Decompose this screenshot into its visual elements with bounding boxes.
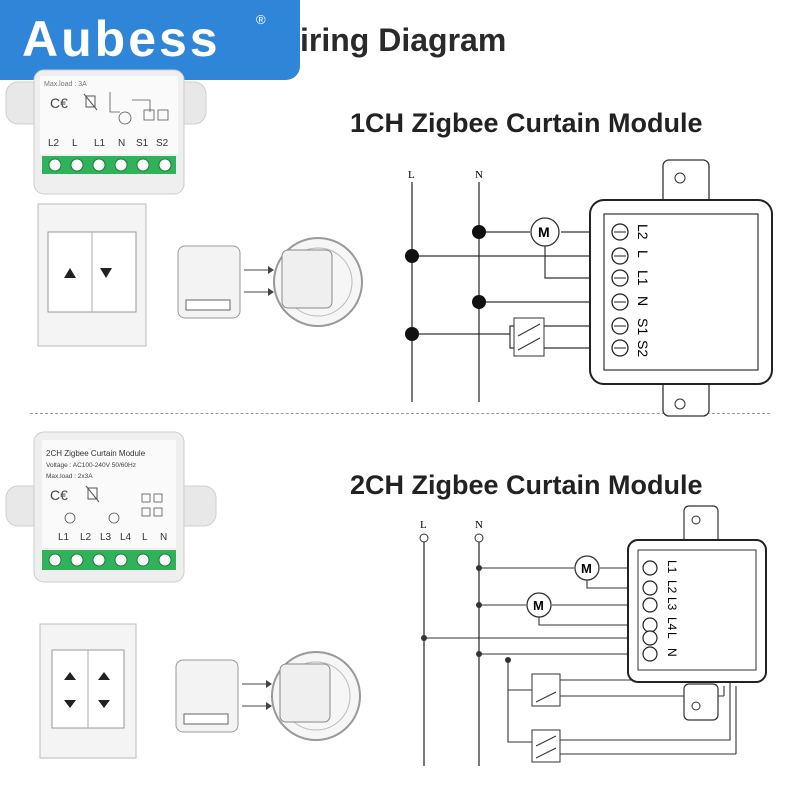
terminal-label: L1 (665, 560, 679, 574)
product-terminal-label: N (160, 532, 167, 543)
module-schematic-1ch: L2 L L1 N S1 S2 (589, 159, 773, 417)
motor-icon: M (530, 217, 560, 247)
terminal-point (419, 533, 429, 543)
terminal-point (474, 533, 484, 543)
module-schematic-2ch: L1 L2 L3 L4 L N (627, 505, 767, 721)
line-label-N: N (475, 169, 483, 181)
up-arrow-icon (98, 672, 110, 680)
terminal-label: L (665, 632, 679, 639)
installation-illustration-2ch (175, 651, 361, 741)
product-terminal-label: L3 (100, 532, 112, 543)
switch-icon (531, 673, 561, 707)
product-terminal-label: L2 (80, 532, 92, 543)
supply-lines-1ch (411, 182, 480, 402)
product-voltage-2ch: Voltage : AC100-240V 50/60Hz (46, 462, 136, 469)
terminal-label: L2 (665, 580, 679, 594)
product-module-1ch: Max.load : 3A C€ L2 L L1 N S1 S2 (5, 69, 207, 195)
wall-switch-1ch (37, 203, 147, 347)
terminal-label: N (635, 296, 651, 306)
product-terminal-label: N (118, 138, 125, 149)
ce-mark-icon: C€ (50, 95, 68, 111)
motor-label: M (538, 224, 550, 240)
line-label-L: L (420, 519, 427, 531)
terminal-label: N (665, 648, 679, 657)
terminal-label: L1 (635, 270, 651, 286)
section-title-2ch: 2CH Zigbee Curtain Module (350, 470, 703, 500)
branch-wires-1ch (412, 231, 612, 349)
weee-bin-icon (83, 93, 98, 111)
switch-icon (513, 317, 545, 357)
supply-lines-2ch (423, 542, 480, 766)
brand-name: Aubess (22, 11, 221, 67)
switch-icon (531, 729, 561, 763)
terminal-label: S1 (635, 318, 651, 335)
up-arrow-icon (64, 672, 76, 680)
brand-banner (0, 0, 300, 80)
junction-dots-1ch (405, 225, 486, 341)
line-label-N: N (475, 519, 483, 531)
section-title-1ch: 1CH Zigbee Curtain Module (350, 108, 703, 138)
product-terminal-label: L (142, 532, 148, 543)
product-terminal-label: L (72, 138, 78, 149)
product-maxload-2ch: Max.load : 2x3A (46, 473, 93, 480)
product-terminal-label: L1 (58, 532, 70, 543)
product-terminal-label: L2 (48, 138, 60, 149)
down-arrow-icon (64, 700, 76, 708)
line-label-L: L (408, 169, 415, 181)
product-terminal-label: L4 (120, 532, 132, 543)
weee-bin-icon (85, 485, 100, 503)
product-terminal-label: S2 (156, 138, 169, 149)
junction-dots-2ch (421, 565, 511, 663)
terminal-label: L3 (665, 597, 679, 611)
terminal-label: L2 (635, 224, 651, 240)
down-arrow-icon (100, 268, 112, 278)
down-arrow-icon (98, 700, 110, 708)
product-maxload: Max.load : 3A (44, 81, 87, 88)
section-divider (30, 413, 770, 414)
motor-icon: M (526, 592, 552, 618)
wall-switch-2ch (39, 623, 137, 759)
product-module-2ch: 2CH Zigbee Curtain Module Voltage : AC10… (5, 431, 217, 583)
motor-label: M (533, 598, 544, 613)
terminal-label: L (635, 250, 651, 258)
motor-label: M (581, 561, 592, 576)
product-terminal-label: S1 (136, 138, 149, 149)
product-terminal-label: L1 (94, 138, 106, 149)
diagram-title: iring Diagram (300, 22, 507, 58)
up-arrow-icon (64, 268, 76, 278)
registered-mark: ® (256, 12, 266, 27)
product-title-2ch: 2CH Zigbee Curtain Module (46, 449, 146, 458)
terminal-label: S2 (635, 340, 651, 357)
ce-mark-icon: C€ (50, 487, 68, 503)
motor-icon: M (574, 555, 600, 581)
terminal-label: L4 (665, 617, 679, 631)
installation-illustration-1ch (177, 237, 363, 327)
